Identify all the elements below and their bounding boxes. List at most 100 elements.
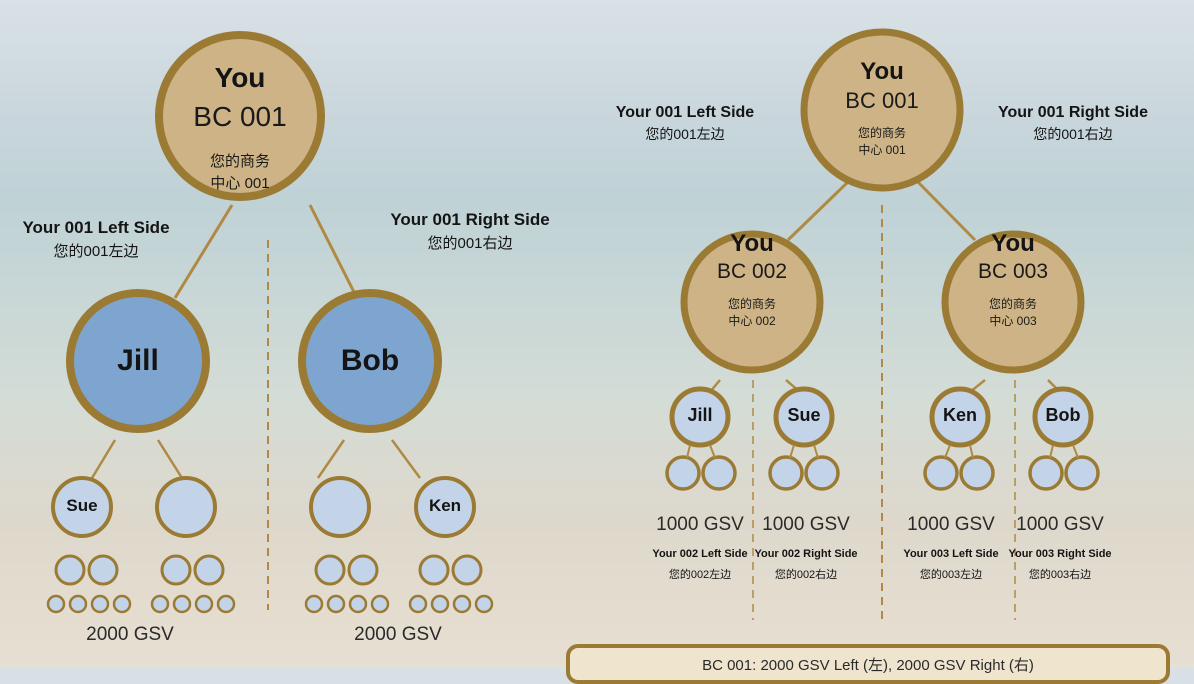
jill-node xyxy=(66,289,210,433)
ken-node xyxy=(414,476,476,538)
right-gsv: 2000 GSV xyxy=(354,624,442,645)
bc002-node xyxy=(680,230,824,374)
root-you-label-right: You xyxy=(860,58,904,85)
connector-leaf-child-r-3 xyxy=(969,444,974,459)
ken-label: Ken xyxy=(428,496,462,515)
leaf-child-node-8 xyxy=(1064,455,1100,491)
tiny-node-16 xyxy=(474,594,494,614)
connector-root-left xyxy=(173,204,234,299)
summary-text: BC 001: 2000 GSV Left (左), 2000 GSV Righ… xyxy=(702,657,1034,674)
tiny-node-13 xyxy=(408,594,428,614)
tiny-node-9 xyxy=(304,594,324,614)
tiny-node-11 xyxy=(348,594,368,614)
connector-leaf-child-r-1 xyxy=(709,444,716,459)
sub-side-title-1: Your 002 Left Side xyxy=(652,548,748,560)
root-cn-line1-right: 您的商务 xyxy=(857,126,907,140)
leaf-label-1: Jill xyxy=(687,405,713,425)
root-you-label-left: You xyxy=(214,62,266,93)
connector-root-right xyxy=(308,204,359,299)
connector-leaf-child-l-3 xyxy=(944,444,951,459)
leaf-child-node-4 xyxy=(804,455,840,491)
bc002-cn-line1: 您的商务 xyxy=(727,297,777,311)
right-gsv-4: 1000 GSV xyxy=(1016,514,1104,535)
small-node-2 xyxy=(87,554,119,586)
connector-rroot-left xyxy=(786,178,852,242)
small-node-5 xyxy=(314,554,346,586)
tiny-node-4 xyxy=(112,594,132,614)
bob-label: Bob xyxy=(340,344,400,377)
bc002-cn-line2: 中心 002 xyxy=(728,314,776,328)
connector-leaf-child-r-2 xyxy=(813,444,819,459)
r-left-side-title: Your 001 Left Side xyxy=(615,104,755,121)
root-cn-line1-left: 您的商务 xyxy=(209,153,271,170)
sub-side-cn-3: 您的003左边 xyxy=(919,569,983,581)
r-right-side-title: Your 001 Right Side xyxy=(998,104,1148,121)
small-node-3 xyxy=(160,554,192,586)
tiny-node-3 xyxy=(90,594,110,614)
small-node-8 xyxy=(451,554,483,586)
empty-node-2 xyxy=(309,476,371,538)
tiny-node-5 xyxy=(150,594,170,614)
connector-rroot-right xyxy=(914,178,977,242)
root-cn-line2-left: 中心 001 xyxy=(210,175,270,192)
bc003-bc-label: BC 003 xyxy=(977,260,1049,283)
root-bc-label-left: BC 001 xyxy=(193,101,287,132)
leaf-node-4 xyxy=(1032,386,1094,448)
left-gsv: 2000 GSV xyxy=(86,624,174,645)
tiny-node-10 xyxy=(326,594,346,614)
jill-label: Jill xyxy=(117,344,159,377)
right-side-cn: 您的001右边 xyxy=(427,235,513,252)
leaf-child-node-1 xyxy=(665,455,701,491)
bc003-node xyxy=(941,230,1085,374)
leaf-child-node-6 xyxy=(959,455,995,491)
tiny-node-8 xyxy=(216,594,236,614)
sub-side-title-4: Your 003 Right Side xyxy=(1008,548,1112,560)
connector-bob-ken xyxy=(390,439,422,479)
r-right-side-cn: 您的001右边 xyxy=(1033,126,1113,142)
small-node-4 xyxy=(193,554,225,586)
tiny-node-14 xyxy=(430,594,450,614)
tiny-node-6 xyxy=(172,594,192,614)
small-node-6 xyxy=(347,554,379,586)
tiny-node-2 xyxy=(68,594,88,614)
leaf-child-node-7 xyxy=(1028,455,1064,491)
tiny-node-12 xyxy=(370,594,390,614)
bc003-cn-line2: 中心 003 xyxy=(989,314,1037,328)
sub-side-title-3: Your 003 Left Side xyxy=(903,548,999,560)
sue-node xyxy=(51,476,113,538)
connector-leaf-child-l-1 xyxy=(686,444,691,459)
sub-side-cn-4: 您的003右边 xyxy=(1028,569,1092,581)
leaf-child-node-2 xyxy=(701,455,737,491)
root-node-right xyxy=(800,28,964,192)
leaf-child-node-5 xyxy=(923,455,959,491)
leaf-child-node-3 xyxy=(768,455,804,491)
sue-label: Sue xyxy=(66,496,98,515)
r-left-side-cn: 您的001左边 xyxy=(645,126,725,142)
leaf-label-2: Sue xyxy=(787,405,821,425)
right-gsv-1: 1000 GSV xyxy=(656,514,744,535)
empty-node-1 xyxy=(155,476,217,538)
tiny-node-1 xyxy=(46,594,66,614)
sub-side-cn-2: 您的002右边 xyxy=(774,569,838,581)
connector-lines xyxy=(46,28,1100,620)
leaf-node-1 xyxy=(669,386,731,448)
bc003-you-label: You xyxy=(991,230,1035,257)
summary-box: BC 001: 2000 GSV Left (左), 2000 GSV Righ… xyxy=(566,644,1170,684)
tiny-node-15 xyxy=(452,594,472,614)
leaf-label-4: Bob xyxy=(1045,405,1081,425)
left-side-cn: 您的001左边 xyxy=(53,243,139,260)
leaf-label-3: Ken xyxy=(942,405,978,425)
connector-leaf-child-l-4 xyxy=(1049,444,1054,459)
connector-jill-empty xyxy=(156,439,184,479)
left-side-title: Your 001 Left Side xyxy=(22,218,170,237)
tiny-node-7 xyxy=(194,594,214,614)
small-node-7 xyxy=(418,554,450,586)
root-bc-label-right: BC 001 xyxy=(845,88,919,113)
connector-jill-sue xyxy=(90,439,117,479)
leaf-node-2 xyxy=(773,386,835,448)
connector-leaf-child-l-2 xyxy=(789,444,795,459)
connector-bob-empty xyxy=(316,439,346,479)
bc002-you-label: You xyxy=(730,230,774,257)
root-cn-line2-right: 中心 001 xyxy=(858,143,906,157)
leaf-node-3 xyxy=(929,386,991,448)
